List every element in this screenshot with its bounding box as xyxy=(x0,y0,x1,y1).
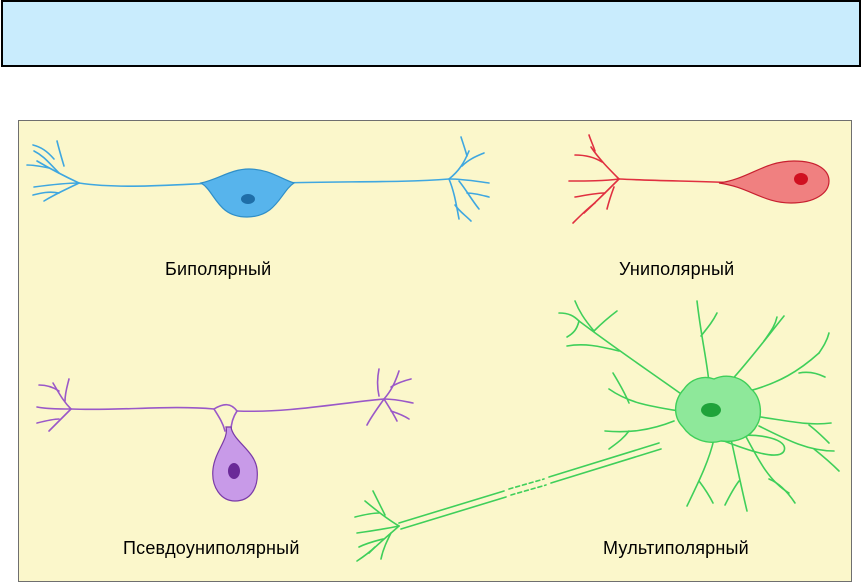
multipolar-neuron xyxy=(354,300,840,562)
bipolar-neuron xyxy=(26,136,490,222)
pseudounipolar-label: Псевдоуниполярный xyxy=(123,538,300,558)
bipolar-label: Биполярный xyxy=(165,259,272,279)
unipolar-label: Униполярный xyxy=(619,259,735,279)
unipolar-nucleus xyxy=(794,173,808,185)
unipolar-cell-body xyxy=(718,160,830,204)
bipolar-nucleus xyxy=(241,194,255,204)
pseudounipolar-neuron xyxy=(36,368,414,432)
multipolar-nucleus xyxy=(701,403,721,417)
multipolar-label: Мультиполярный xyxy=(603,538,749,558)
neuron-types-diagram: Биполярный Униполярный Псевдоуниполярный… xyxy=(18,120,852,582)
pseudounipolar-nucleus xyxy=(228,463,240,479)
unipolar-neuron xyxy=(568,134,740,224)
bipolar-cell-body xyxy=(199,168,296,218)
header-box xyxy=(1,0,861,67)
neuron-diagram-svg xyxy=(26,134,840,562)
